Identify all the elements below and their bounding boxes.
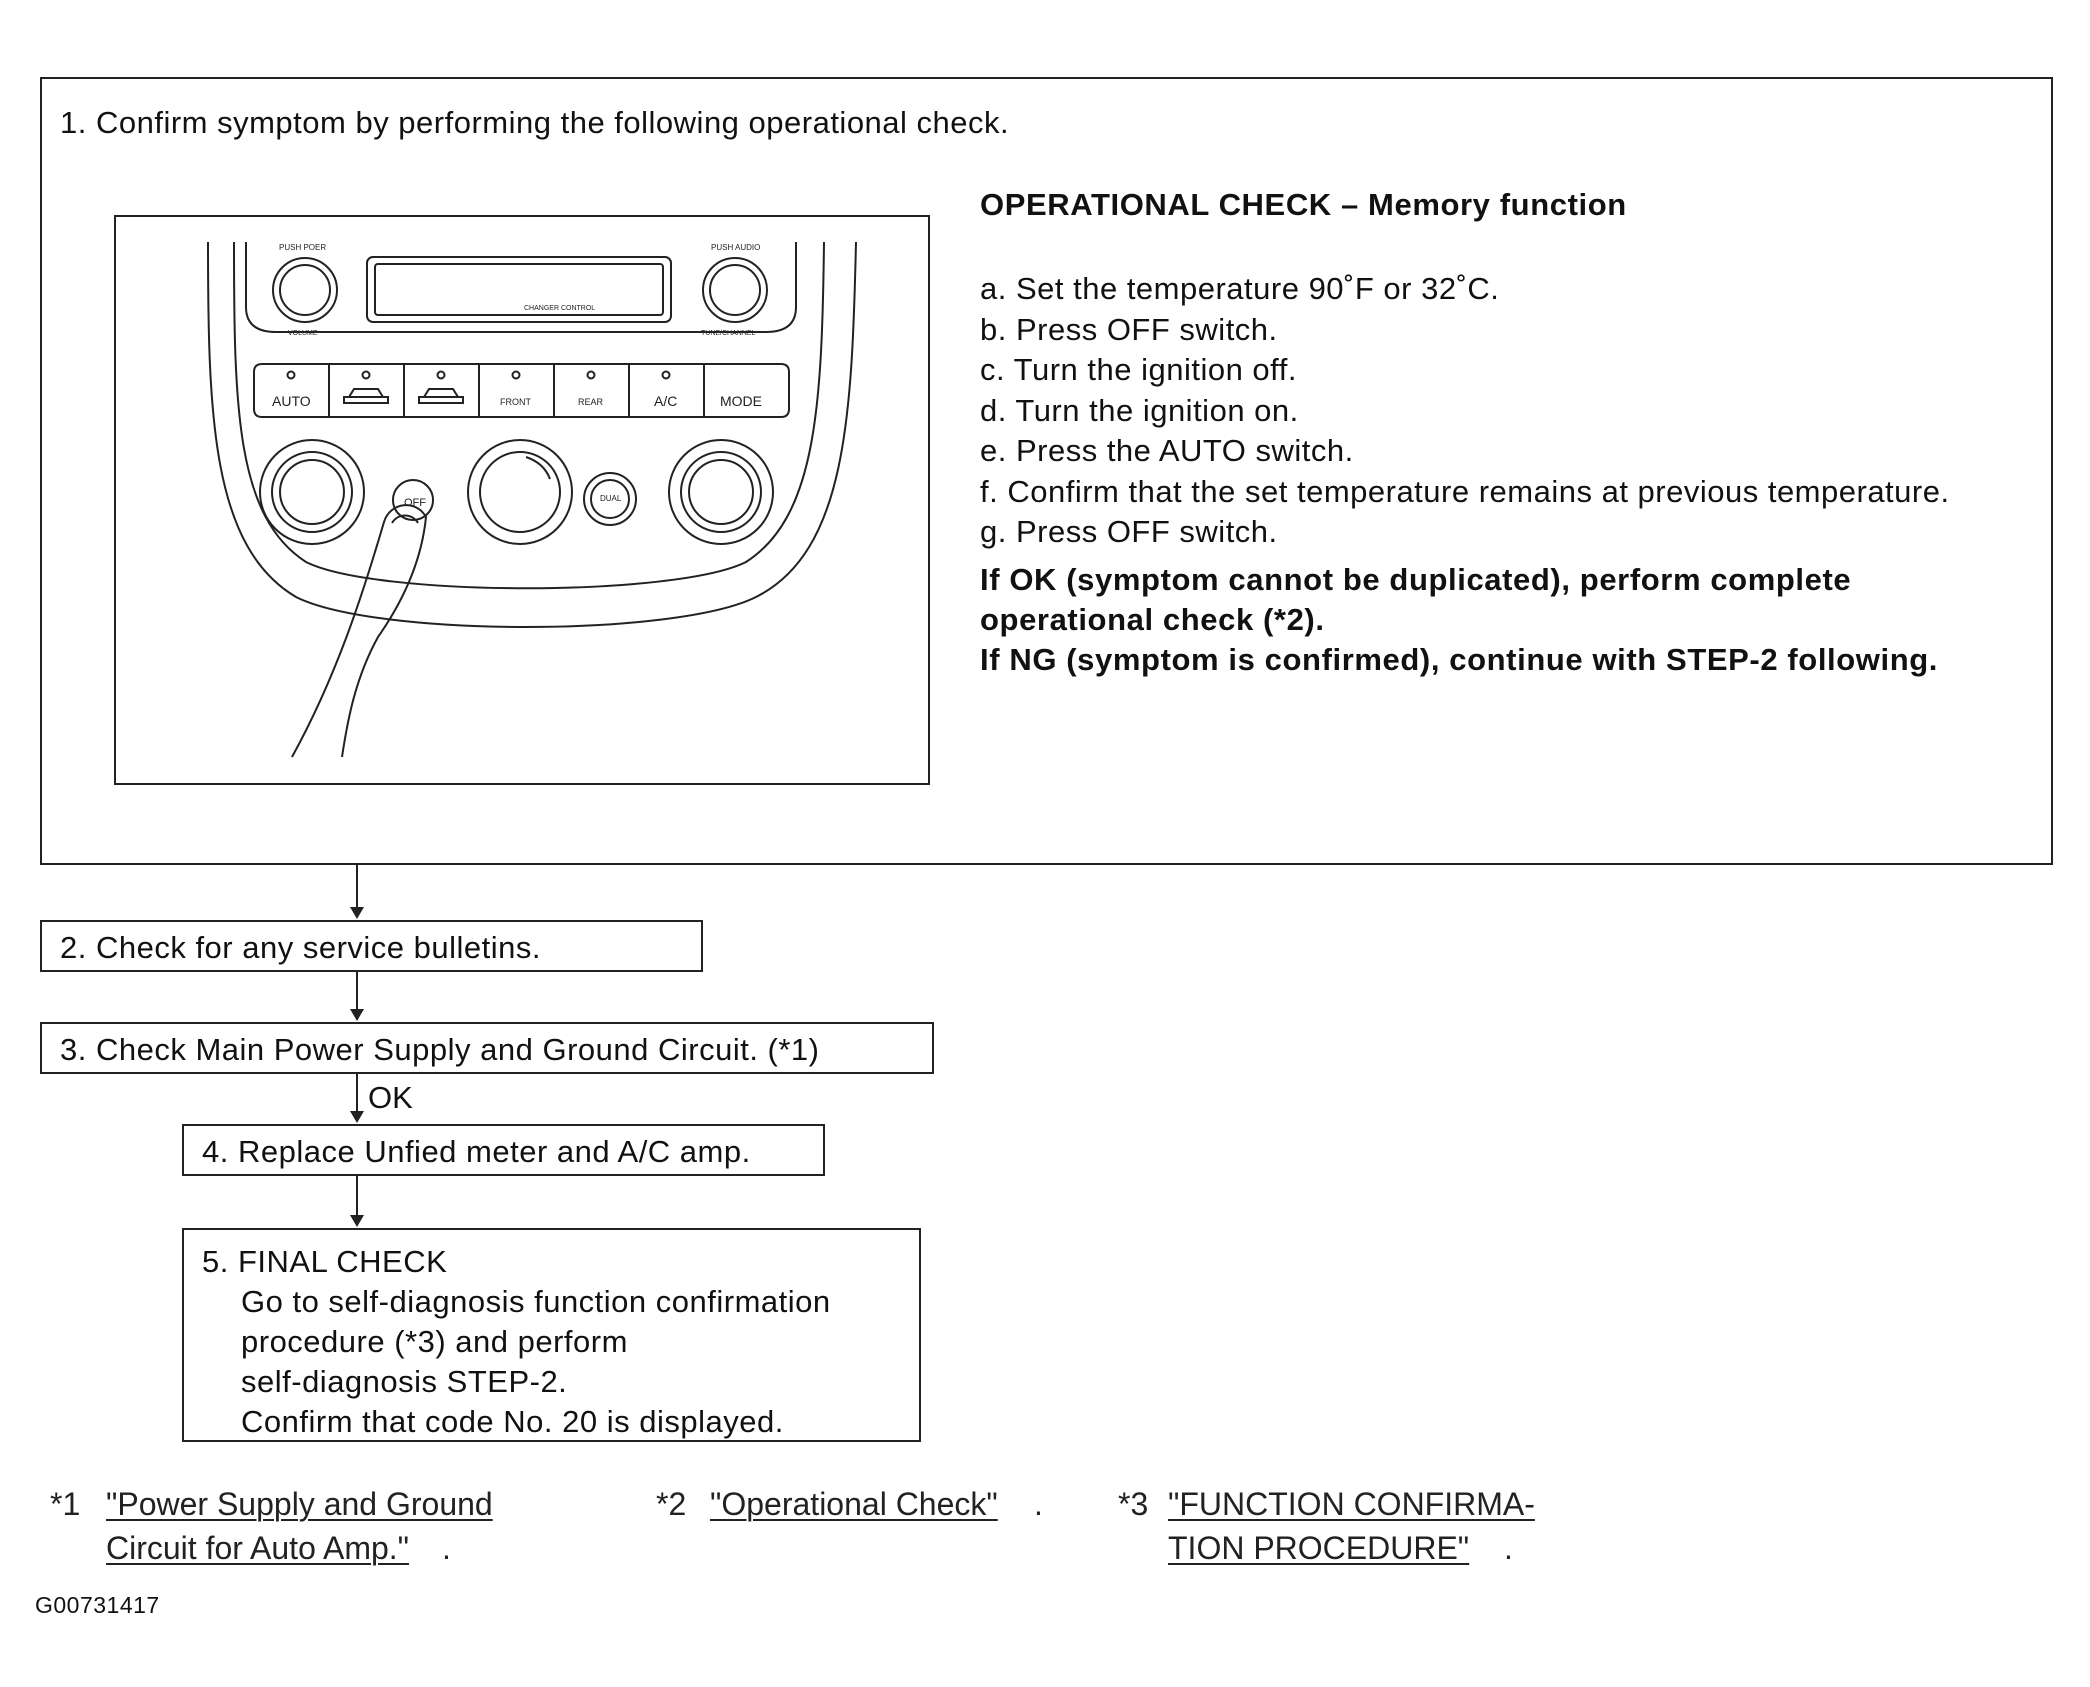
step-5-box: 5. FINAL CHECK Go to self-diagnosis func… [182, 1228, 921, 1442]
reference-3-mark: *3 [1118, 1486, 1149, 1522]
dual-button-label: DUAL [600, 494, 622, 503]
ac-panel-drawing: PUSH POER VOLUME CHANGER CONTROL PUSH AU… [207, 241, 857, 758]
reference-2-suffix: . [1034, 1486, 1043, 1522]
reference-1-link-line-1[interactable]: "Power Supply and Ground [106, 1486, 493, 1522]
step-4-text: 4. Replace Unfied meter and A/C amp. [202, 1134, 751, 1169]
knob-left-top-label: PUSH POER [279, 243, 326, 252]
operational-check-title: OPERATIONAL CHECK – Memory function [980, 187, 1627, 222]
reference-3-link-line-1[interactable]: "FUNCTION CONFIRMA- [1168, 1486, 1535, 1522]
button-auto: AUTO [272, 393, 311, 409]
arrowhead-3-4 [350, 1111, 364, 1123]
reference-2-link[interactable]: "Operational Check" [710, 1486, 998, 1522]
operational-check-steps: a. Set the temperature 90˚F or 32˚C. b. … [980, 269, 1950, 553]
reference-2: *2 "Operational Check" . [656, 1482, 1076, 1532]
knob-right-top-label: PUSH AUDIO [711, 243, 760, 252]
button-front: FRONT [500, 397, 531, 407]
display-label: CHANGER CONTROL [524, 305, 595, 312]
step-1-box: 1. Confirm symptom by performing the fol… [40, 77, 2053, 865]
button-mode: MODE [720, 393, 762, 409]
reference-1-mark: *1 [50, 1486, 81, 1522]
check-step-b: b. Press OFF switch. [980, 311, 1278, 347]
reference-3-suffix: . [1504, 1530, 1513, 1566]
connector-1-2 [356, 865, 358, 908]
step-4-box: 4. Replace Unfied meter and A/C amp. [182, 1124, 825, 1176]
check-step-f: f. Confirm that the set temperature rema… [980, 473, 1950, 509]
knob-right-bottom-label: TUNE/CHANNEL [701, 330, 756, 337]
step-5-line-3: self-diagnosis STEP-2. [241, 1364, 568, 1399]
reference-1-link-line-2[interactable]: Circuit for Auto Amp." [106, 1530, 410, 1566]
step-5-line-1: Go to self-diagnosis function confirmati… [241, 1284, 831, 1319]
ac-control-panel-illustration: PUSH POER VOLUME CHANGER CONTROL PUSH AU… [114, 215, 930, 785]
check-step-e: e. Press the AUTO switch. [980, 433, 1354, 468]
step-3-text: 3. Check Main Power Supply and Ground Ci… [60, 1032, 820, 1067]
result-ng: If NG (symptom is confirmed), continue w… [980, 642, 1939, 677]
ok-label: OK [368, 1080, 413, 1115]
off-button-label: OFF [404, 497, 426, 509]
check-step-g: g. Press OFF switch. [980, 514, 1278, 549]
arrowhead-4-5 [350, 1215, 364, 1227]
arrowhead-2-3 [350, 1009, 364, 1021]
reference-3: *3 "FUNCTION CONFIRMA- TION PROCEDURE" . [1118, 1482, 1638, 1582]
check-step-a: a. Set the temperature 90˚F or 32˚C. [980, 271, 1500, 306]
step-5-line-4: Confirm that code No. 20 is displayed. [241, 1404, 784, 1439]
reference-1: *1 "Power Supply and Ground Circuit for … [50, 1482, 610, 1582]
step-5-line-2: procedure (*3) and perform [241, 1324, 628, 1359]
check-results: If OK (symptom cannot be duplicated), pe… [980, 560, 1938, 680]
check-step-c: c. Turn the ignition off. [980, 352, 1297, 387]
step-3-box: 3. Check Main Power Supply and Ground Ci… [40, 1022, 934, 1074]
connector-2-3 [356, 972, 358, 1010]
result-ok-line-2: operational check (*2). [980, 602, 1325, 637]
reference-2-mark: *2 [656, 1486, 687, 1522]
knob-left-bottom-label: VOLUME [288, 330, 318, 337]
document-id: G00731417 [35, 1592, 160, 1618]
button-ac: A/C [654, 393, 677, 409]
arrowhead-1-2 [350, 907, 364, 919]
step-2-box: 2. Check for any service bulletins. [40, 920, 703, 972]
check-step-d: d. Turn the ignition on. [980, 392, 1299, 428]
step-1-title: 1. Confirm symptom by performing the fol… [60, 105, 1010, 140]
result-ok-line-1: If OK (symptom cannot be duplicated), pe… [980, 562, 1852, 597]
reference-3-link-line-2[interactable]: TION PROCEDURE" [1168, 1530, 1470, 1566]
connector-4-5 [356, 1176, 358, 1216]
step-5-title: 5. FINAL CHECK [202, 1244, 448, 1279]
step-2-text: 2. Check for any service bulletins. [60, 930, 541, 965]
connector-3-4 [356, 1074, 358, 1112]
reference-1-suffix: . [442, 1530, 451, 1566]
button-rear: REAR [578, 397, 604, 407]
